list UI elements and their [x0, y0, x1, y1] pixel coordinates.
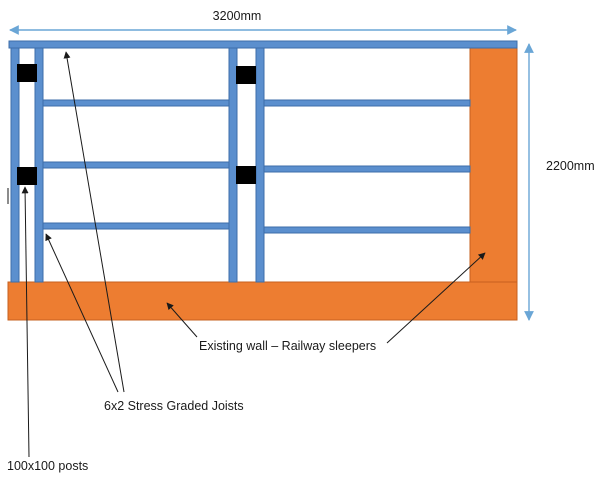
joist-right-3	[263, 226, 471, 234]
wall-leader-left	[166, 302, 198, 338]
wall-label: Existing wall – Railway sleepers	[199, 339, 376, 353]
post-1	[10, 47, 20, 283]
post-4	[255, 47, 265, 283]
joist-right-1	[263, 99, 471, 107]
joist-left-2	[42, 161, 230, 169]
post-2	[34, 47, 44, 283]
bracket-4	[236, 166, 256, 184]
joists-leader-top	[63, 51, 125, 393]
width-dimension-label: 3200mm	[213, 9, 262, 23]
wall-leader-right	[386, 252, 486, 344]
joists-label: 6x2 Stress Graded Joists	[104, 399, 244, 413]
sleeper-wall-vertical	[469, 47, 518, 283]
sleeper-wall-horizontal	[7, 281, 518, 321]
joists-leader-bottom	[45, 233, 119, 393]
bracket-2	[17, 167, 37, 185]
top-rail	[8, 40, 518, 49]
bracket-1	[17, 64, 37, 82]
bracket-3	[236, 66, 256, 84]
post-3	[228, 47, 238, 283]
height-dimension-label: 2200mm	[546, 159, 595, 173]
posts-label: 100x100 posts	[7, 459, 88, 473]
joist-left-3	[42, 222, 230, 230]
posts-leader	[21, 186, 30, 458]
joist-left-1	[42, 99, 230, 107]
joist-right-2	[263, 165, 471, 173]
